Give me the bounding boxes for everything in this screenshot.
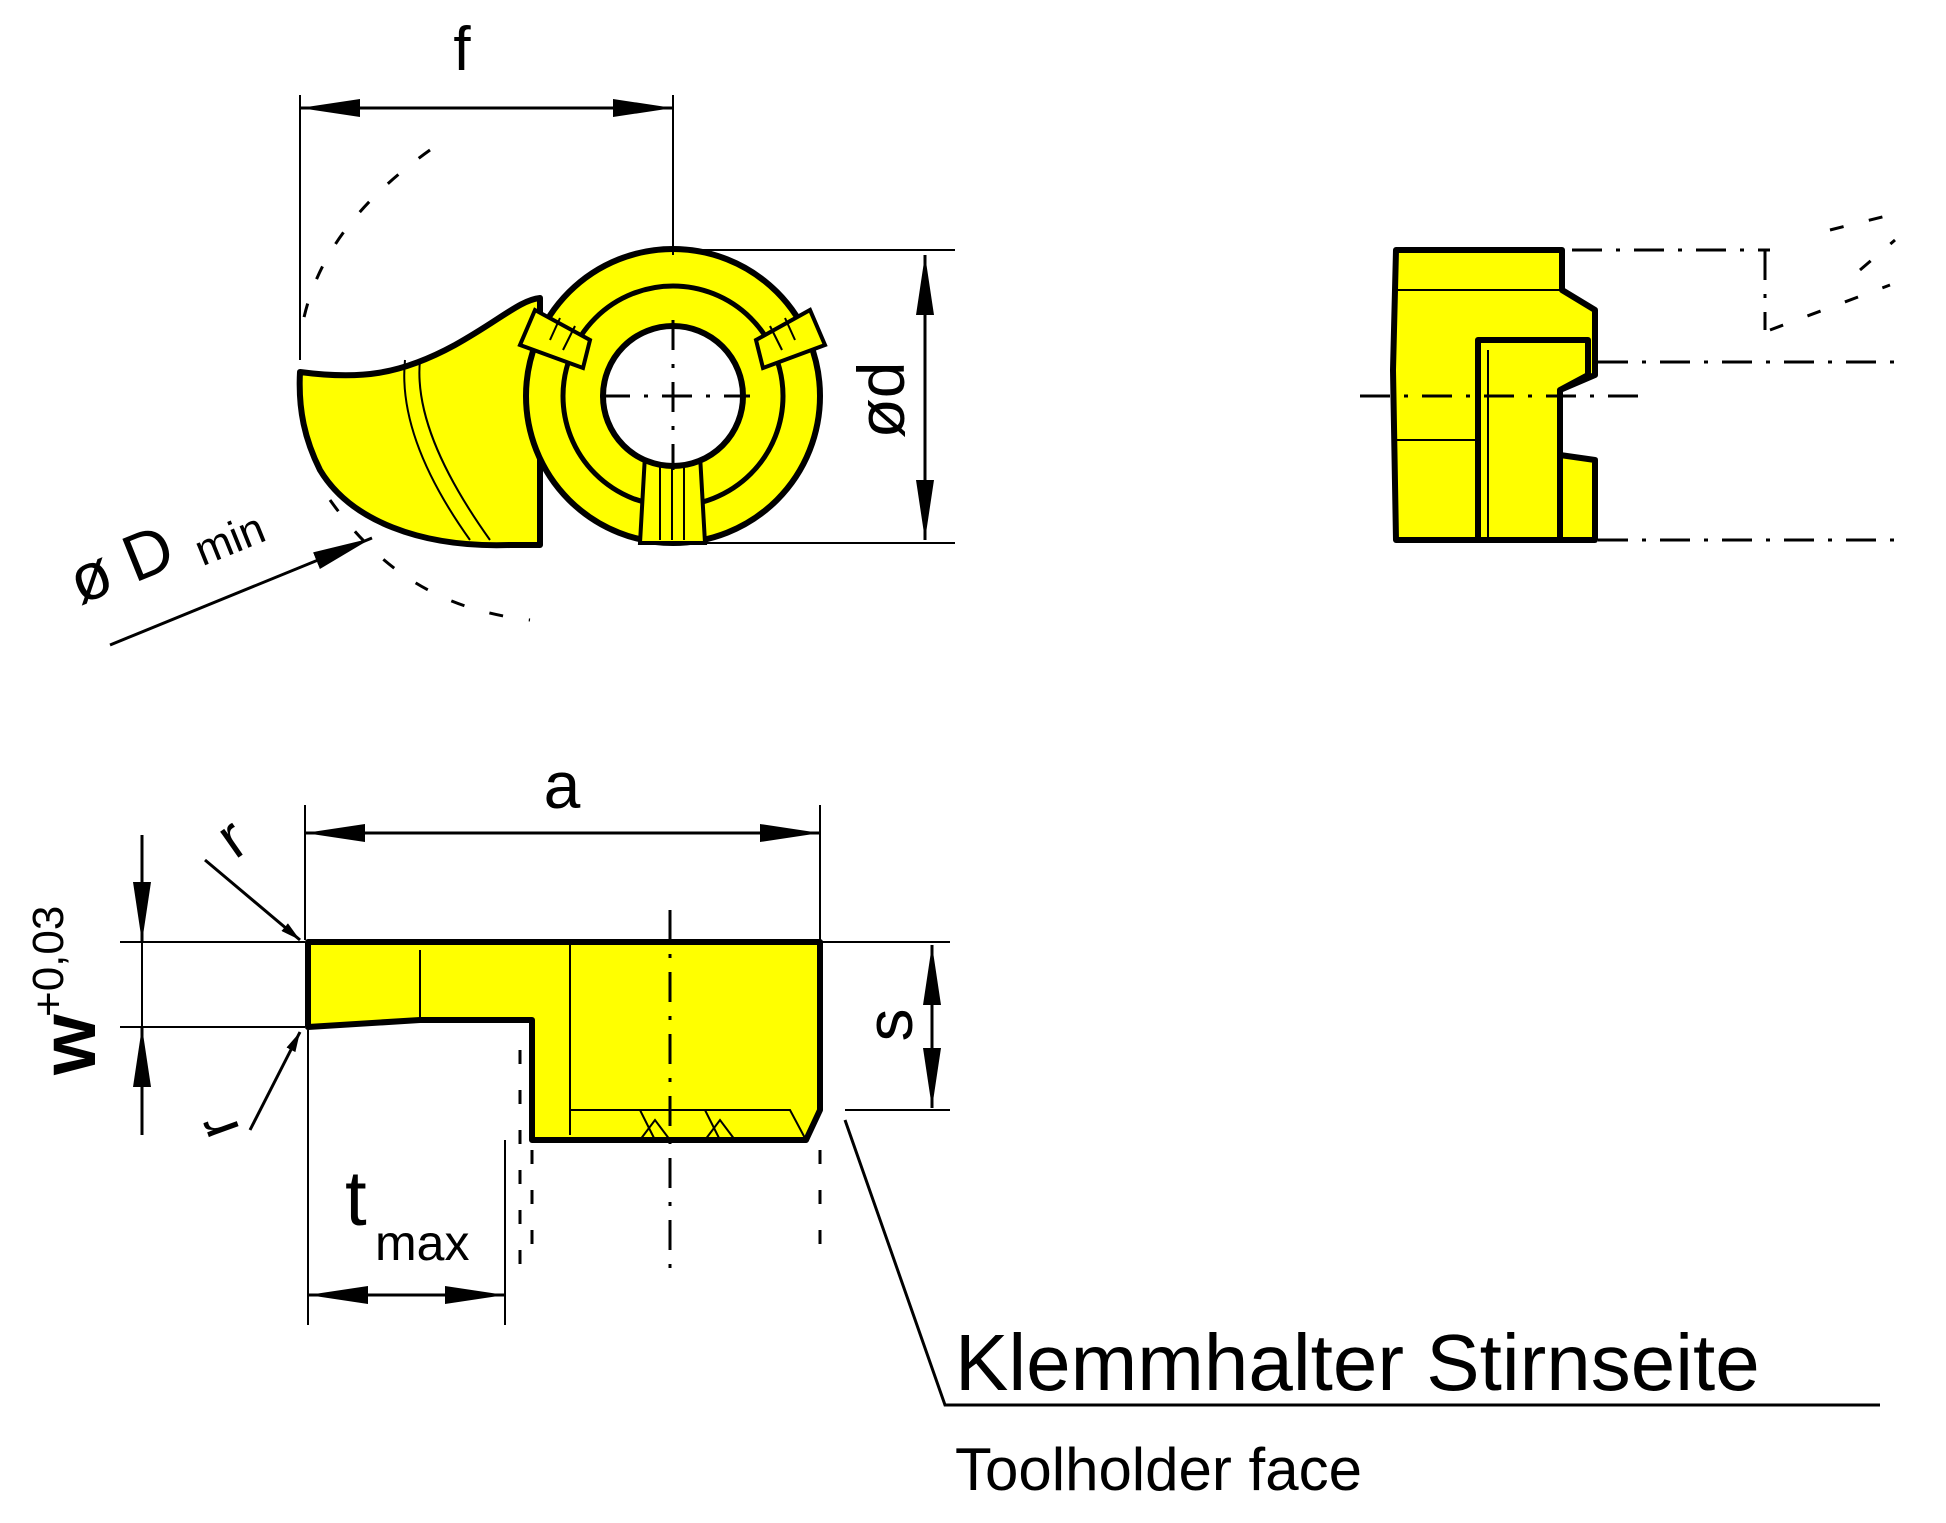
dim-r-top-label: r [204, 804, 259, 870]
dim-Dmin-label: ø D [58, 510, 184, 618]
top-view: f ød ø D min [58, 15, 955, 647]
dim-d-label: ød [844, 361, 918, 438]
dim-f-label: f [453, 15, 471, 84]
dim-w-tolerance: +0,03 [24, 906, 73, 1017]
dim-s-label: s [852, 1009, 926, 1042]
dim-t-label: t [345, 1154, 367, 1242]
insert-front-body [305, 939, 823, 1143]
toolholder-face-label-en: Toolholder face [955, 1436, 1362, 1503]
dim-w-label: w [24, 1014, 112, 1076]
toolholder-face-label-de: Klemmhalter Stirnseite [955, 1318, 1760, 1407]
dim-a-label: a [544, 748, 581, 822]
side-view [1360, 213, 1900, 543]
front-view: a w +0,03 r r s t max Klemmhalter Stirns… [24, 748, 1880, 1503]
dim-t-subscript: max [375, 1215, 469, 1271]
dim-r-bottom-label: r [182, 1107, 252, 1149]
dim-Dmin-subscript: min [188, 504, 272, 576]
insert-top-body [296, 295, 543, 549]
